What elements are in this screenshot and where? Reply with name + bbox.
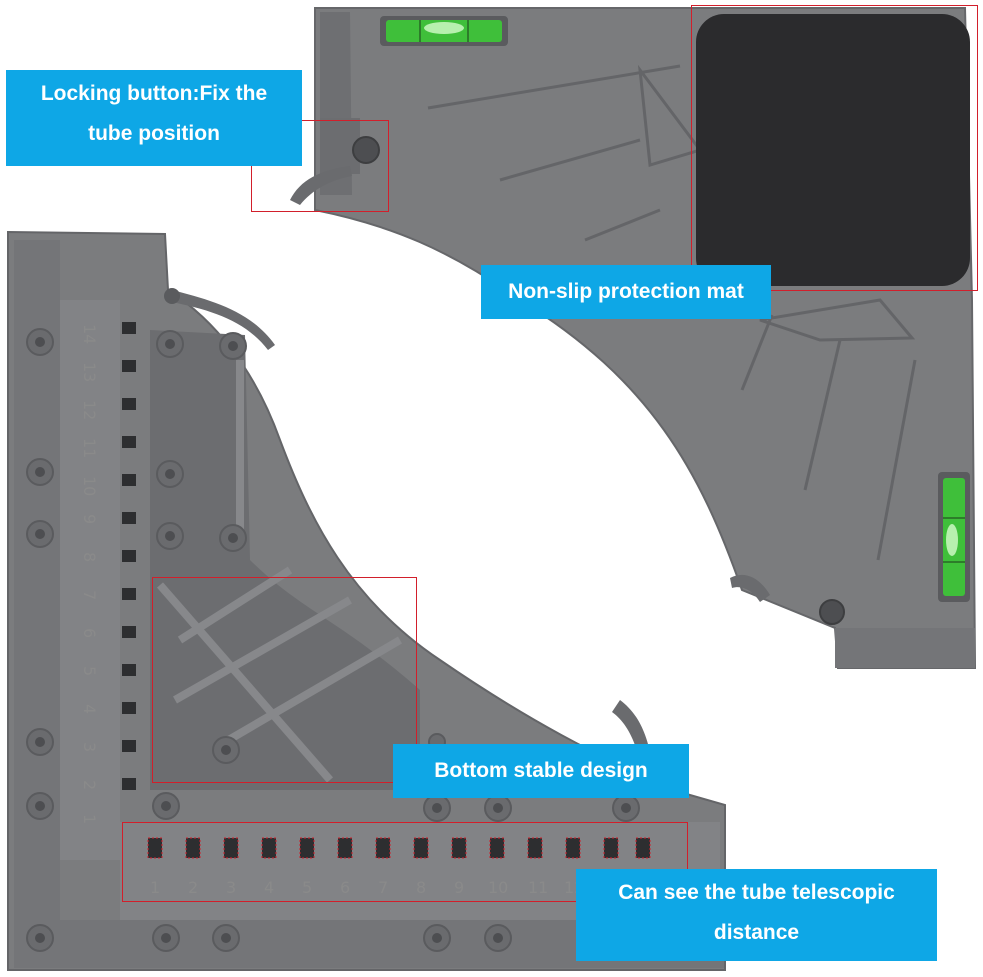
ruler-tick: 8 xyxy=(80,552,99,562)
bottom-stable-callout-text: Bottom stable design xyxy=(434,759,648,782)
ruler-tick: 8 xyxy=(416,878,426,897)
horizontal-slot-windows xyxy=(147,837,651,859)
locking-button-side xyxy=(819,599,845,625)
ruler-tick: 12 xyxy=(80,400,99,420)
non-slip-mat-callout: Non-slip protection mat xyxy=(481,265,771,319)
ruler-tick: 1 xyxy=(80,814,99,824)
vertical-ruler: 14 13 12 11 10 9 8 7 6 5 4 3 2 1 xyxy=(80,324,99,824)
ruler-tick: 1 xyxy=(150,878,160,897)
locking-button-callout-line1: Locking button:Fix the xyxy=(40,82,268,105)
ruler-tick: 7 xyxy=(80,590,99,600)
locking-button-callout-line2: tube position xyxy=(88,122,220,145)
ruler-tick: 14 xyxy=(80,324,99,344)
ruler-tick: 4 xyxy=(80,704,99,714)
non-slip-mat-frame xyxy=(691,5,978,291)
corner-clamp-top-view xyxy=(290,7,977,669)
non-slip-mat xyxy=(696,14,970,286)
ruler-tick: 7 xyxy=(378,878,388,897)
ruler-tick: 10 xyxy=(80,476,99,496)
telescopic-callout-line1: Can see the tube telescopic xyxy=(618,881,895,904)
ruler-tick: 9 xyxy=(80,514,99,524)
vertical-slot-windows xyxy=(122,322,136,790)
ruler-tick: 13 xyxy=(80,362,99,382)
telescopic-frame xyxy=(122,822,688,902)
bubble-level-side-icon xyxy=(938,472,970,602)
telescopic-callout: Can see the tube telescopic distance xyxy=(576,869,937,961)
bubble-level-top-icon xyxy=(380,16,508,46)
bottom-stable-frame xyxy=(152,577,417,783)
ruler-tick: 4 xyxy=(264,878,274,897)
ruler-tick: 6 xyxy=(80,628,99,638)
ruler-tick: 3 xyxy=(80,742,99,752)
locking-button-top xyxy=(352,136,380,164)
horizontal-ruler: 1 2 3 4 5 6 7 8 9 10 11 12 xyxy=(150,878,584,897)
ruler-tick: 3 xyxy=(226,878,236,897)
ruler-tick: 5 xyxy=(302,878,312,897)
telescopic-callout-line2: distance xyxy=(713,921,800,944)
ruler-tick: 2 xyxy=(80,780,99,790)
ruler-tick: 9 xyxy=(454,878,464,897)
ruler-tick: 11 xyxy=(80,438,99,458)
locking-button-frame xyxy=(251,120,389,212)
ruler-tick: 5 xyxy=(80,666,99,676)
bottom-stable-callout: Bottom stable design xyxy=(393,744,689,798)
locking-button-callout: Locking button:Fix the tube position xyxy=(6,70,302,166)
ruler-tick: 11 xyxy=(528,878,548,897)
non-slip-mat-callout-text: Non-slip protection mat xyxy=(508,280,744,303)
ruler-tick: 10 xyxy=(488,878,508,897)
ruler-tick: 6 xyxy=(340,878,350,897)
ruler-tick: 2 xyxy=(188,878,198,897)
